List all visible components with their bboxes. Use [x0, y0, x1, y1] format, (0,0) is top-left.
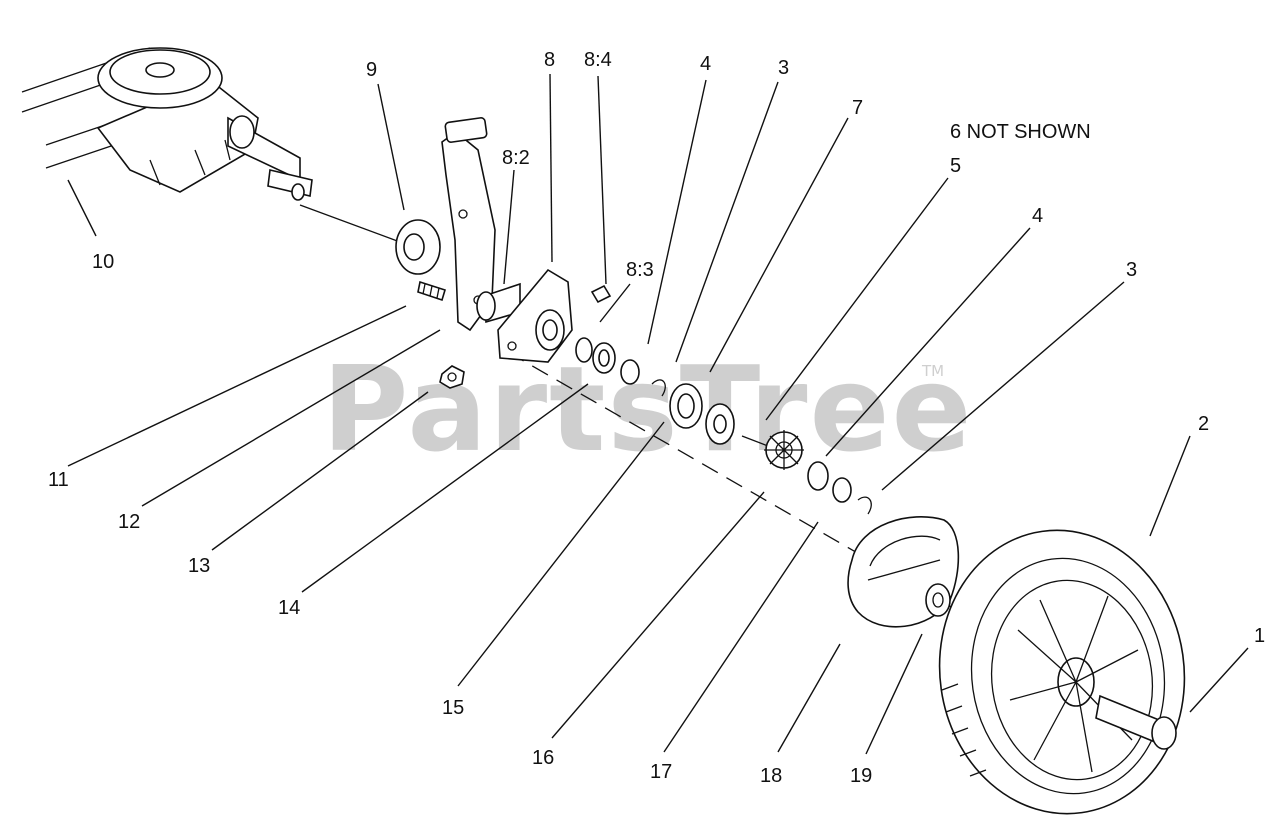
- watermark: PartsTree: [322, 340, 974, 478]
- part-4-washer: [807, 461, 872, 515]
- callout-4-lower: 4: [1032, 205, 1043, 227]
- callout-17: 17: [650, 761, 672, 783]
- callout-labels: 1 2 3 3 4 4 5 7 8 8:2 8:3 8:4 9 10 11 12…: [48, 49, 1265, 787]
- part-8-4-screw: [590, 284, 612, 304]
- transmission-assembly: [21, 47, 313, 201]
- callout-8-3: 8:3: [626, 259, 654, 281]
- callout-1: 1: [1254, 625, 1265, 647]
- callout-2: 2: [1198, 413, 1209, 435]
- part-11-bolt: [417, 280, 446, 302]
- callout-10: 10: [92, 251, 114, 273]
- part-1-bolt: [1095, 694, 1177, 750]
- callout-18: 18: [760, 765, 782, 787]
- callout-4-upper: 4: [700, 53, 711, 75]
- note-not-shown: 6 NOT SHOWN: [950, 121, 1091, 143]
- part-13-nut: [439, 365, 465, 389]
- part-14-spacer: [592, 342, 640, 385]
- callout-8-4: 8:4: [584, 49, 612, 71]
- trademark: TM: [921, 362, 944, 380]
- callout-7: 7: [852, 97, 863, 119]
- callout-11: 11: [48, 469, 69, 491]
- axle-line: [299, 204, 401, 243]
- callout-19: 19: [850, 765, 872, 787]
- callout-9: 9: [366, 59, 377, 81]
- part-7-bearing: [669, 383, 703, 429]
- part-12-bracket: [441, 117, 496, 332]
- part-9-bushing: [395, 219, 441, 275]
- callout-15: 15: [442, 697, 464, 719]
- part-19-hubcap: [925, 583, 951, 617]
- callout-8: 8: [544, 49, 555, 71]
- part-4-clip: [651, 379, 666, 397]
- part-2-wheel: [938, 529, 1186, 815]
- callout-13: 13: [188, 555, 210, 577]
- callout-3-lower: 3: [1126, 259, 1137, 281]
- callout-14: 14: [278, 597, 300, 619]
- part-8-housing: [476, 268, 573, 363]
- callout-8-2: 8:2: [502, 147, 530, 169]
- callout-5: 5: [950, 155, 961, 177]
- callout-3-upper: 3: [778, 57, 789, 79]
- callout-16: 16: [532, 747, 554, 769]
- part-8-3-washer: [575, 337, 593, 363]
- callout-12: 12: [118, 511, 140, 533]
- part-5-bearing: [705, 403, 769, 447]
- leader-lines: [67, 73, 1249, 755]
- part-17-gear: [764, 430, 804, 470]
